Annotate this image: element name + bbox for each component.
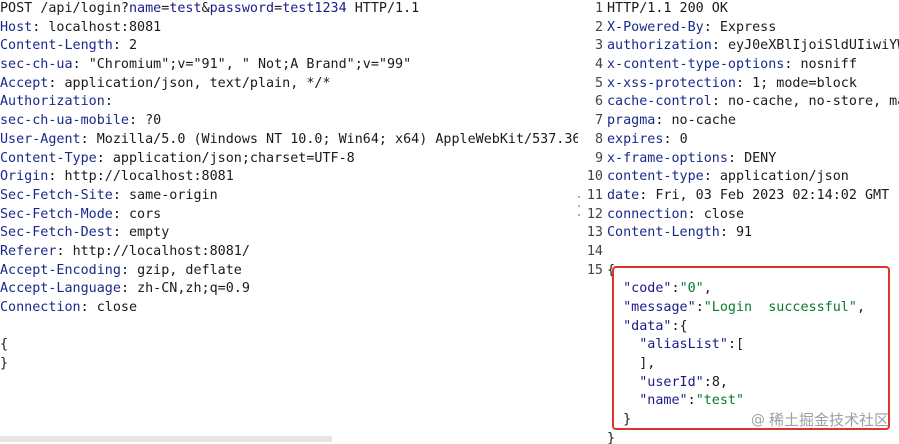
json-data-line: "data":{ <box>623 318 688 334</box>
response-header-line: pragma: no-cache <box>607 113 736 129</box>
request-header-line: Sec-Fetch-Mode: cors <box>0 206 162 222</box>
request-body-open: { <box>0 337 9 353</box>
json-name-line: "name":"test" <box>639 393 745 409</box>
line-number: 6 <box>594 94 603 110</box>
pane-resize-handle[interactable] <box>576 196 582 216</box>
response-header-line: expires: 0 <box>607 131 688 147</box>
request-header-line: Accept-Language: zh-CN,zh;q=0.9 <box>0 281 250 297</box>
response-content: HTTP/1.1 200 OK X-Powered-By: Express aut… <box>607 0 899 444</box>
response-body-close: } <box>607 430 616 444</box>
horizontal-scrollbar[interactable] <box>0 436 332 442</box>
json-aliaslist-line: "aliasList":[ <box>639 337 745 353</box>
response-header-line: cache-control: no-cache, no-store, ma <box>607 94 899 110</box>
response-headers: X-Powered-By: Express authorization: eyJ0… <box>607 19 899 243</box>
json-data-close: } <box>623 412 632 428</box>
json-message-line: "message":"Login successful", <box>623 300 865 315</box>
highlight-annotation-box <box>612 266 890 430</box>
request-header-line: Content-Length: 2 <box>0 38 138 54</box>
line-number: 4 <box>594 57 603 73</box>
request-header-line: Accept: application/json, text/plain, */… <box>0 75 331 91</box>
request-header-line: Accept-Encoding: gzip, deflate <box>0 262 242 278</box>
request-header-line: Sec-Fetch-Site: same-origin <box>0 187 218 203</box>
response-header-line: x-xss-protection: 1; mode=block <box>607 75 857 91</box>
response-header-line: x-frame-options: DENY <box>607 150 777 166</box>
response-blank-line <box>607 243 899 262</box>
status-line: HTTP/1.1 200 OK <box>607 1 728 16</box>
watermark: @ 稀土掘金技术社区 <box>751 409 889 430</box>
line-number: 8 <box>594 131 603 147</box>
json-code-line: "code":"0", <box>623 281 712 297</box>
request-blank-line <box>0 318 578 337</box>
request-header-line: Referer: http://localhost:8081/ <box>0 243 250 259</box>
json-aliaslist-close: ], <box>607 356 656 372</box>
line-number: 9 <box>594 150 603 166</box>
request-header-line: Content-Type: application/json;charset=U… <box>0 150 355 166</box>
request-header-line: Origin: http://localhost:8081 <box>0 169 234 185</box>
request-header-line: sec-ch-ua: "Chromium";v="91", " Not;A Br… <box>0 57 412 73</box>
line-number: 3 <box>594 38 603 54</box>
request-pane[interactable]: POST /api/login?name=test&password=test1… <box>0 0 578 444</box>
request-header-line: Sec-Fetch-Dest: empty <box>0 225 170 241</box>
response-header-line: x-content-type-options: nosniff <box>607 57 857 73</box>
response-header-line: connection: close <box>607 206 745 222</box>
line-number: 1 <box>594 1 603 16</box>
line-number: 12 <box>586 206 603 222</box>
request-body-close: } <box>0 356 9 372</box>
line-number: 15 <box>586 262 603 278</box>
response-header-line: content-type: application/json <box>607 169 849 185</box>
request-header-line: Authorization: <box>0 94 113 110</box>
line-number: 14 <box>586 243 603 259</box>
line-number: 7 <box>594 113 603 129</box>
line-number: 2 <box>594 19 603 35</box>
response-body-open: { <box>607 262 616 278</box>
line-number: 11 <box>586 187 603 203</box>
request-header-line: Connection: close <box>0 300 138 315</box>
json-userid-line: "userId":8, <box>639 374 728 390</box>
line-number: 5 <box>594 75 603 91</box>
request-header-line: sec-ch-ua-mobile: ?0 <box>0 113 162 129</box>
request-header-line: Host: localhost:8081 <box>0 19 162 35</box>
request-header-line: User-Agent: Mozilla/5.0 (Windows NT 10.0… <box>0 131 578 147</box>
response-header-line: date: Fri, 03 Feb 2023 02:14:02 GMT <box>607 187 890 203</box>
response-header-line: authorization: eyJ0eXBlIjoiSldUIiwiYW <box>607 38 899 54</box>
response-header-line: X-Powered-By: Express <box>607 19 777 35</box>
line-number: 10 <box>586 169 603 185</box>
line-number: 13 <box>586 225 603 241</box>
watermark-text: 稀土掘金技术社区 <box>768 411 889 429</box>
request-line: POST /api/login?name=test&password=test1… <box>0 1 420 16</box>
watermark-at: @ <box>750 411 765 428</box>
response-header-line: Content-Length: 91 <box>607 225 753 241</box>
